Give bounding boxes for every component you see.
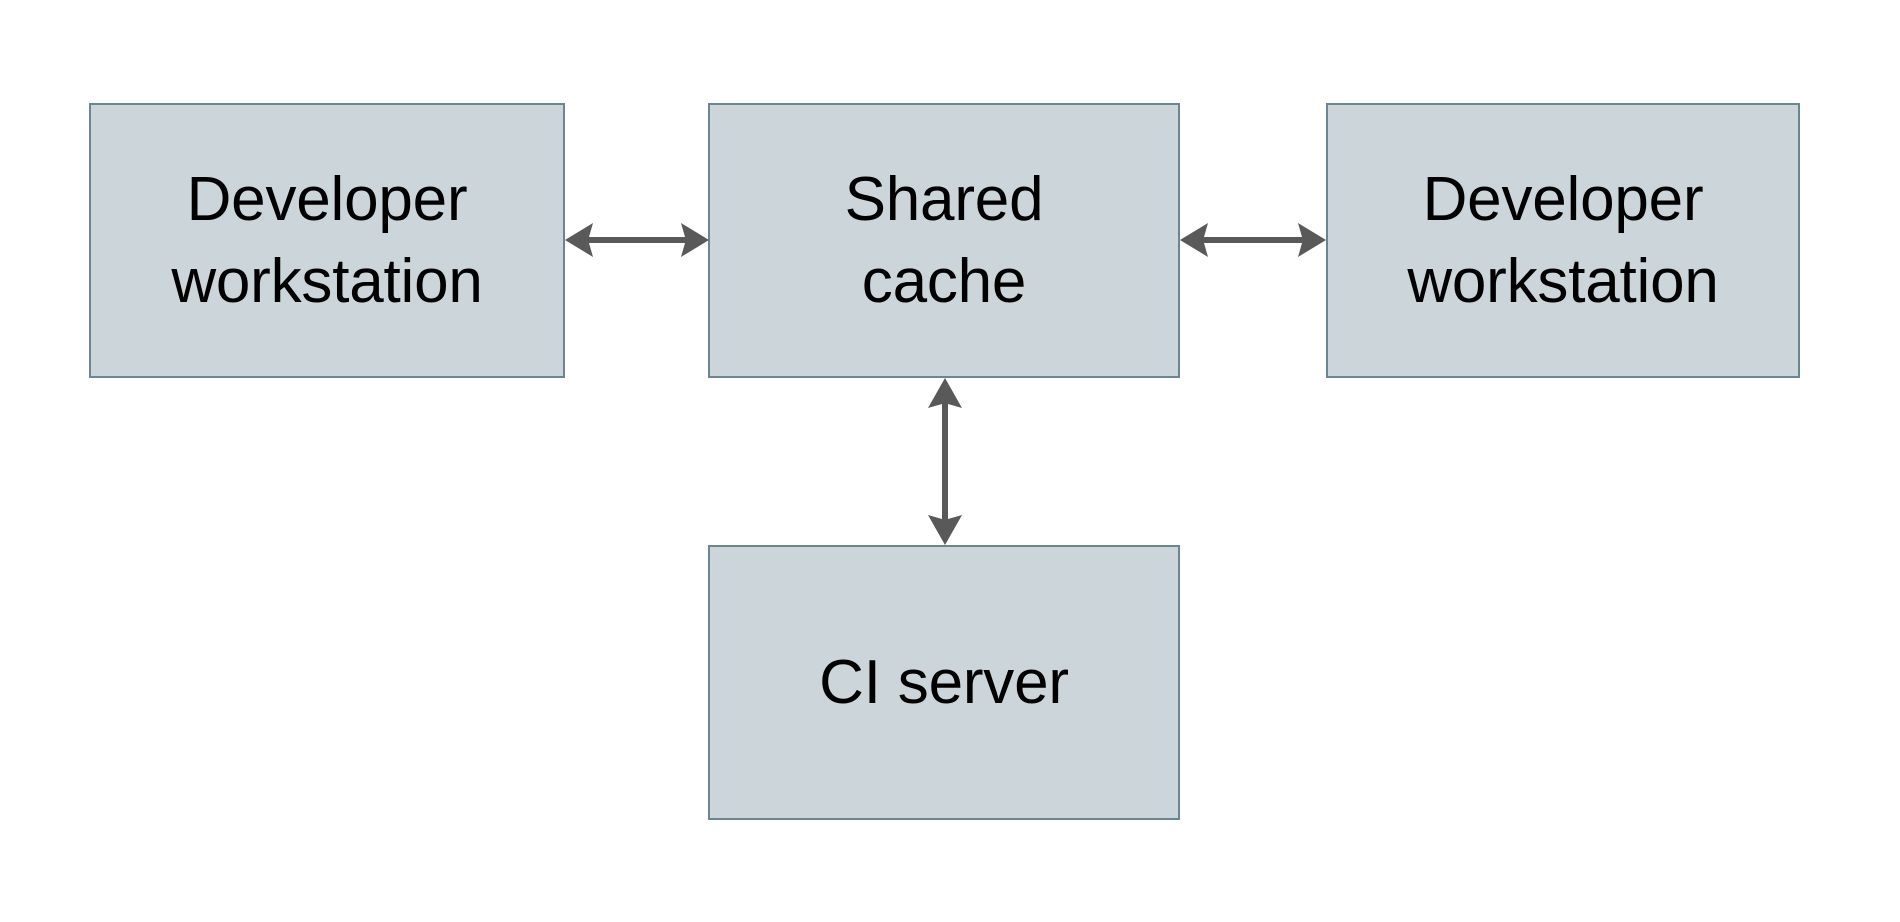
node-shared-cache[interactable]: Shared cache [708, 103, 1180, 378]
node-ci-server[interactable]: CI server [708, 545, 1180, 820]
double-arrow-icon [565, 223, 709, 257]
double-arrow-icon [928, 378, 962, 545]
node-developer-workstation-left[interactable]: Developer workstation [89, 103, 565, 378]
connector-shared-cache-to-developer-right[interactable] [1178, 210, 1328, 270]
node-developer-workstation-right[interactable]: Developer workstation [1326, 103, 1800, 378]
node-label: Developer workstation [1407, 164, 1719, 316]
node-label: Shared cache [844, 164, 1044, 316]
connector-shared-cache-to-ci-server[interactable] [915, 376, 975, 547]
node-label: Developer workstation [171, 164, 483, 316]
double-arrow-icon [1180, 223, 1326, 257]
connector-developer-left-to-shared-cache[interactable] [563, 210, 711, 270]
node-label: CI server [819, 647, 1069, 717]
